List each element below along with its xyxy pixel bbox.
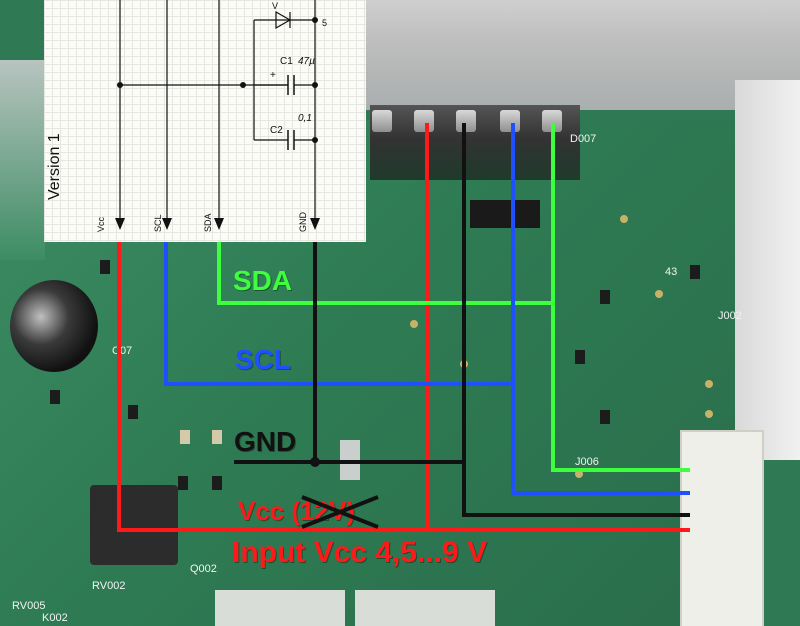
input-vcc-label: Input Vcc 4,5...9 V	[232, 536, 488, 569]
arrow-down-icon	[214, 218, 224, 230]
header-pin	[542, 110, 562, 132]
board-mark: 43	[665, 266, 678, 278]
header-pin	[372, 110, 392, 132]
via	[575, 470, 583, 478]
voltage-regulator	[90, 485, 178, 565]
version-label: Version 1	[46, 133, 63, 200]
circuit-board-left-edge	[0, 60, 45, 260]
via	[705, 380, 713, 388]
board-mark: Q002	[190, 563, 217, 575]
arrow-down-icon	[162, 218, 172, 230]
smd-component	[575, 350, 585, 364]
smd-component	[178, 476, 188, 490]
via	[410, 320, 418, 328]
gnd-junction	[310, 457, 320, 467]
smd-component	[180, 430, 190, 444]
pin-label-scl: SCL	[153, 214, 163, 232]
relay	[215, 590, 345, 626]
smd-component	[690, 265, 700, 279]
electrolytic-capacitor	[10, 280, 98, 372]
sda-label: SDA	[233, 265, 293, 296]
pin-label-gnd: GND	[298, 212, 308, 232]
board-mark: RV005	[12, 600, 46, 612]
board-mark: K002	[42, 612, 68, 624]
header-pin	[456, 110, 476, 132]
diode-value: 5	[322, 18, 327, 28]
board-mark: D007	[570, 133, 597, 145]
smd-component	[50, 390, 60, 404]
arrow-down-icon	[310, 218, 320, 230]
scl-wire-header	[511, 123, 690, 495]
relay	[355, 590, 495, 626]
gnd-wire-header	[462, 123, 690, 517]
board-mark: RV002	[92, 580, 126, 592]
diode-icon	[275, 10, 292, 30]
board-mark: J006	[575, 456, 599, 468]
vcc-wire	[117, 240, 690, 532]
device-housing-right	[735, 80, 800, 460]
via	[705, 410, 713, 418]
c2-value: 0,1	[298, 113, 312, 124]
pin-label-vcc: Vcc	[96, 216, 106, 232]
scl-wire	[164, 240, 513, 386]
smd-component	[212, 430, 222, 444]
smd-component	[600, 410, 610, 424]
c2-label: C2	[270, 125, 283, 136]
strike-through-x-icon	[301, 495, 379, 529]
schematic-drawing: + C1 47µ C2 0,1 V 5	[115, 0, 327, 230]
schematic-panel: + C1 47µ C2 0,1 V 5 Version 1 Vcc SCL SD…	[44, 0, 366, 242]
smd-component	[212, 476, 222, 490]
smd-component	[128, 405, 138, 419]
gnd-label: GND	[234, 426, 297, 457]
pin-label-sda: SDA	[203, 213, 213, 232]
smd-component	[100, 260, 110, 274]
sda-wire	[217, 240, 553, 305]
smd-component	[600, 290, 610, 304]
ic-chip	[470, 200, 540, 228]
scl-label: SCL	[235, 344, 291, 375]
diode-label: V	[272, 1, 278, 11]
arrow-down-icon	[115, 218, 125, 230]
device-housing-top	[365, 0, 800, 110]
board-mark: J002	[718, 310, 742, 322]
sda-wire-header	[551, 123, 690, 472]
c1-label: C1	[280, 56, 293, 67]
c1-plus: +	[270, 70, 276, 81]
via	[655, 290, 663, 298]
via	[620, 215, 628, 223]
c1-value: 47µ	[298, 56, 315, 67]
